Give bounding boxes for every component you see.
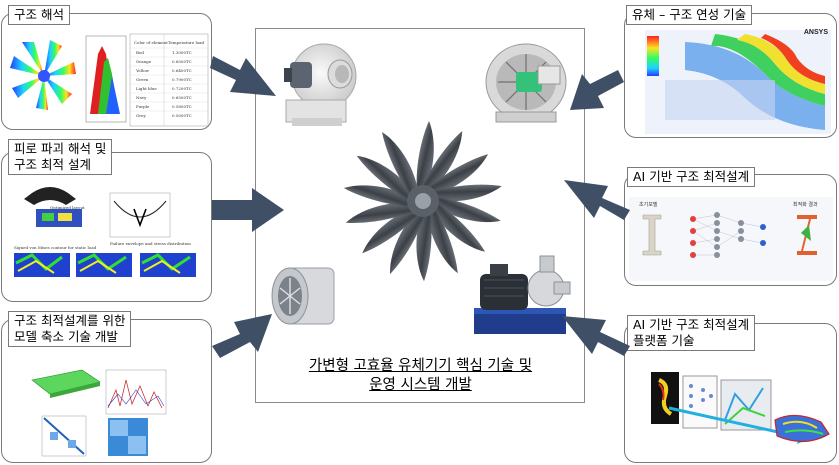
fatigue-label: 피로 파괴 해석 및 구조 최적 설계 bbox=[8, 139, 113, 175]
table-cell-temp: 0.7900TC bbox=[172, 77, 192, 82]
table-cell-temp: 0.7200TC bbox=[172, 86, 192, 91]
ai-network-image bbox=[629, 197, 833, 281]
structural-analysis-panel: Color of element Temperature load Red 1.3… bbox=[1, 13, 212, 130]
center-title-line2: 운영 시스템 개발 bbox=[369, 377, 472, 393]
side-channel-blower-image bbox=[478, 36, 574, 128]
model-reduction-image bbox=[31, 369, 167, 457]
model-reduction-label-line2: 모델 축소 기술 개발 bbox=[14, 329, 118, 344]
ai-platform-label-line1: AI 기반 구조 최적설계 bbox=[633, 317, 750, 332]
table-cell-color: Grey bbox=[136, 113, 146, 118]
centrifugal-pump-image bbox=[470, 250, 574, 342]
table-cell-color: Red bbox=[136, 50, 144, 55]
fatigue-label-line1: 피로 파괴 해석 및 bbox=[14, 141, 107, 156]
structural-analysis-image: Color of element Temperature load Red 1.3… bbox=[10, 33, 209, 127]
table-cell-color: Yellow bbox=[135, 68, 150, 73]
fsi-panel: ANSYS bbox=[624, 13, 837, 138]
ai-optimization-label: AI 기반 구조 최적설계 bbox=[627, 167, 756, 187]
duct-fan-image bbox=[262, 258, 342, 336]
fatigue-panel: Optimized layout Failure envelope and st… bbox=[1, 152, 212, 302]
fatigue-label-line2: 구조 최적 설계 bbox=[14, 157, 91, 172]
fatigue-image: Optimized layout Failure envelope and st… bbox=[14, 187, 196, 277]
model-reduction-label-line1: 구조 최적설계를 위한 bbox=[14, 313, 126, 328]
ai-platform-image bbox=[651, 372, 830, 444]
ai-platform-label-line2: 플랫폼 기술 bbox=[633, 333, 695, 348]
table-cell-temp: 0.6500TC bbox=[172, 95, 192, 100]
model-reduction-label: 구조 최적설계를 위한 모델 축소 기술 개발 bbox=[8, 311, 132, 347]
fsi-label: 유체 – 구조 연성 기술 bbox=[626, 5, 753, 25]
ai-optimization-panel: 초기모델 최적화 결과 bbox=[624, 174, 837, 286]
ansys-brand: ANSYS bbox=[803, 29, 828, 36]
table-cell-temp: 0.5800TC bbox=[172, 104, 192, 109]
table-header-color: Color of element bbox=[134, 40, 168, 45]
fsi-cfd-image bbox=[645, 30, 831, 134]
table-cell-color: Light blue bbox=[136, 86, 157, 91]
table-cell-temp: 0.5000TC bbox=[172, 113, 192, 118]
table-header-temp: Temperature load bbox=[168, 40, 205, 45]
caption-von-mises: Signed von Mises contour for static load bbox=[14, 245, 97, 250]
centrifugal-blower-image bbox=[272, 34, 364, 130]
table-cell-temp: 0.6400TC bbox=[172, 68, 192, 73]
table-cell-color: Green bbox=[136, 77, 149, 82]
table-cell-color: Orange bbox=[136, 59, 152, 64]
optimization-result-text: 최적화 결과 bbox=[793, 202, 818, 208]
caption-optimized-layout: Optimized layout bbox=[50, 205, 85, 210]
initial-model-text: 초기모델 bbox=[639, 202, 658, 208]
structural-analysis-label: 구조 해석 bbox=[8, 5, 70, 25]
caption-failure-envelope: Failure envelope and stress distribution bbox=[110, 241, 191, 246]
ai-platform-label: AI 기반 구조 최적설계 플랫폼 기술 bbox=[627, 315, 756, 351]
table-cell-temp: 1.3000TC bbox=[172, 50, 192, 55]
table-cell-temp: 0.6500TC bbox=[172, 59, 192, 64]
table-cell-color: Navy bbox=[136, 95, 147, 100]
center-title: 가변형 고효율 유체기기 핵심 기술 및 운영 시스템 개발 bbox=[268, 357, 573, 395]
table-cell-color: Purple bbox=[136, 104, 150, 109]
center-title-line1: 가변형 고효율 유체기기 핵심 기술 및 bbox=[308, 358, 533, 374]
axial-fan-impeller-image bbox=[338, 116, 508, 286]
